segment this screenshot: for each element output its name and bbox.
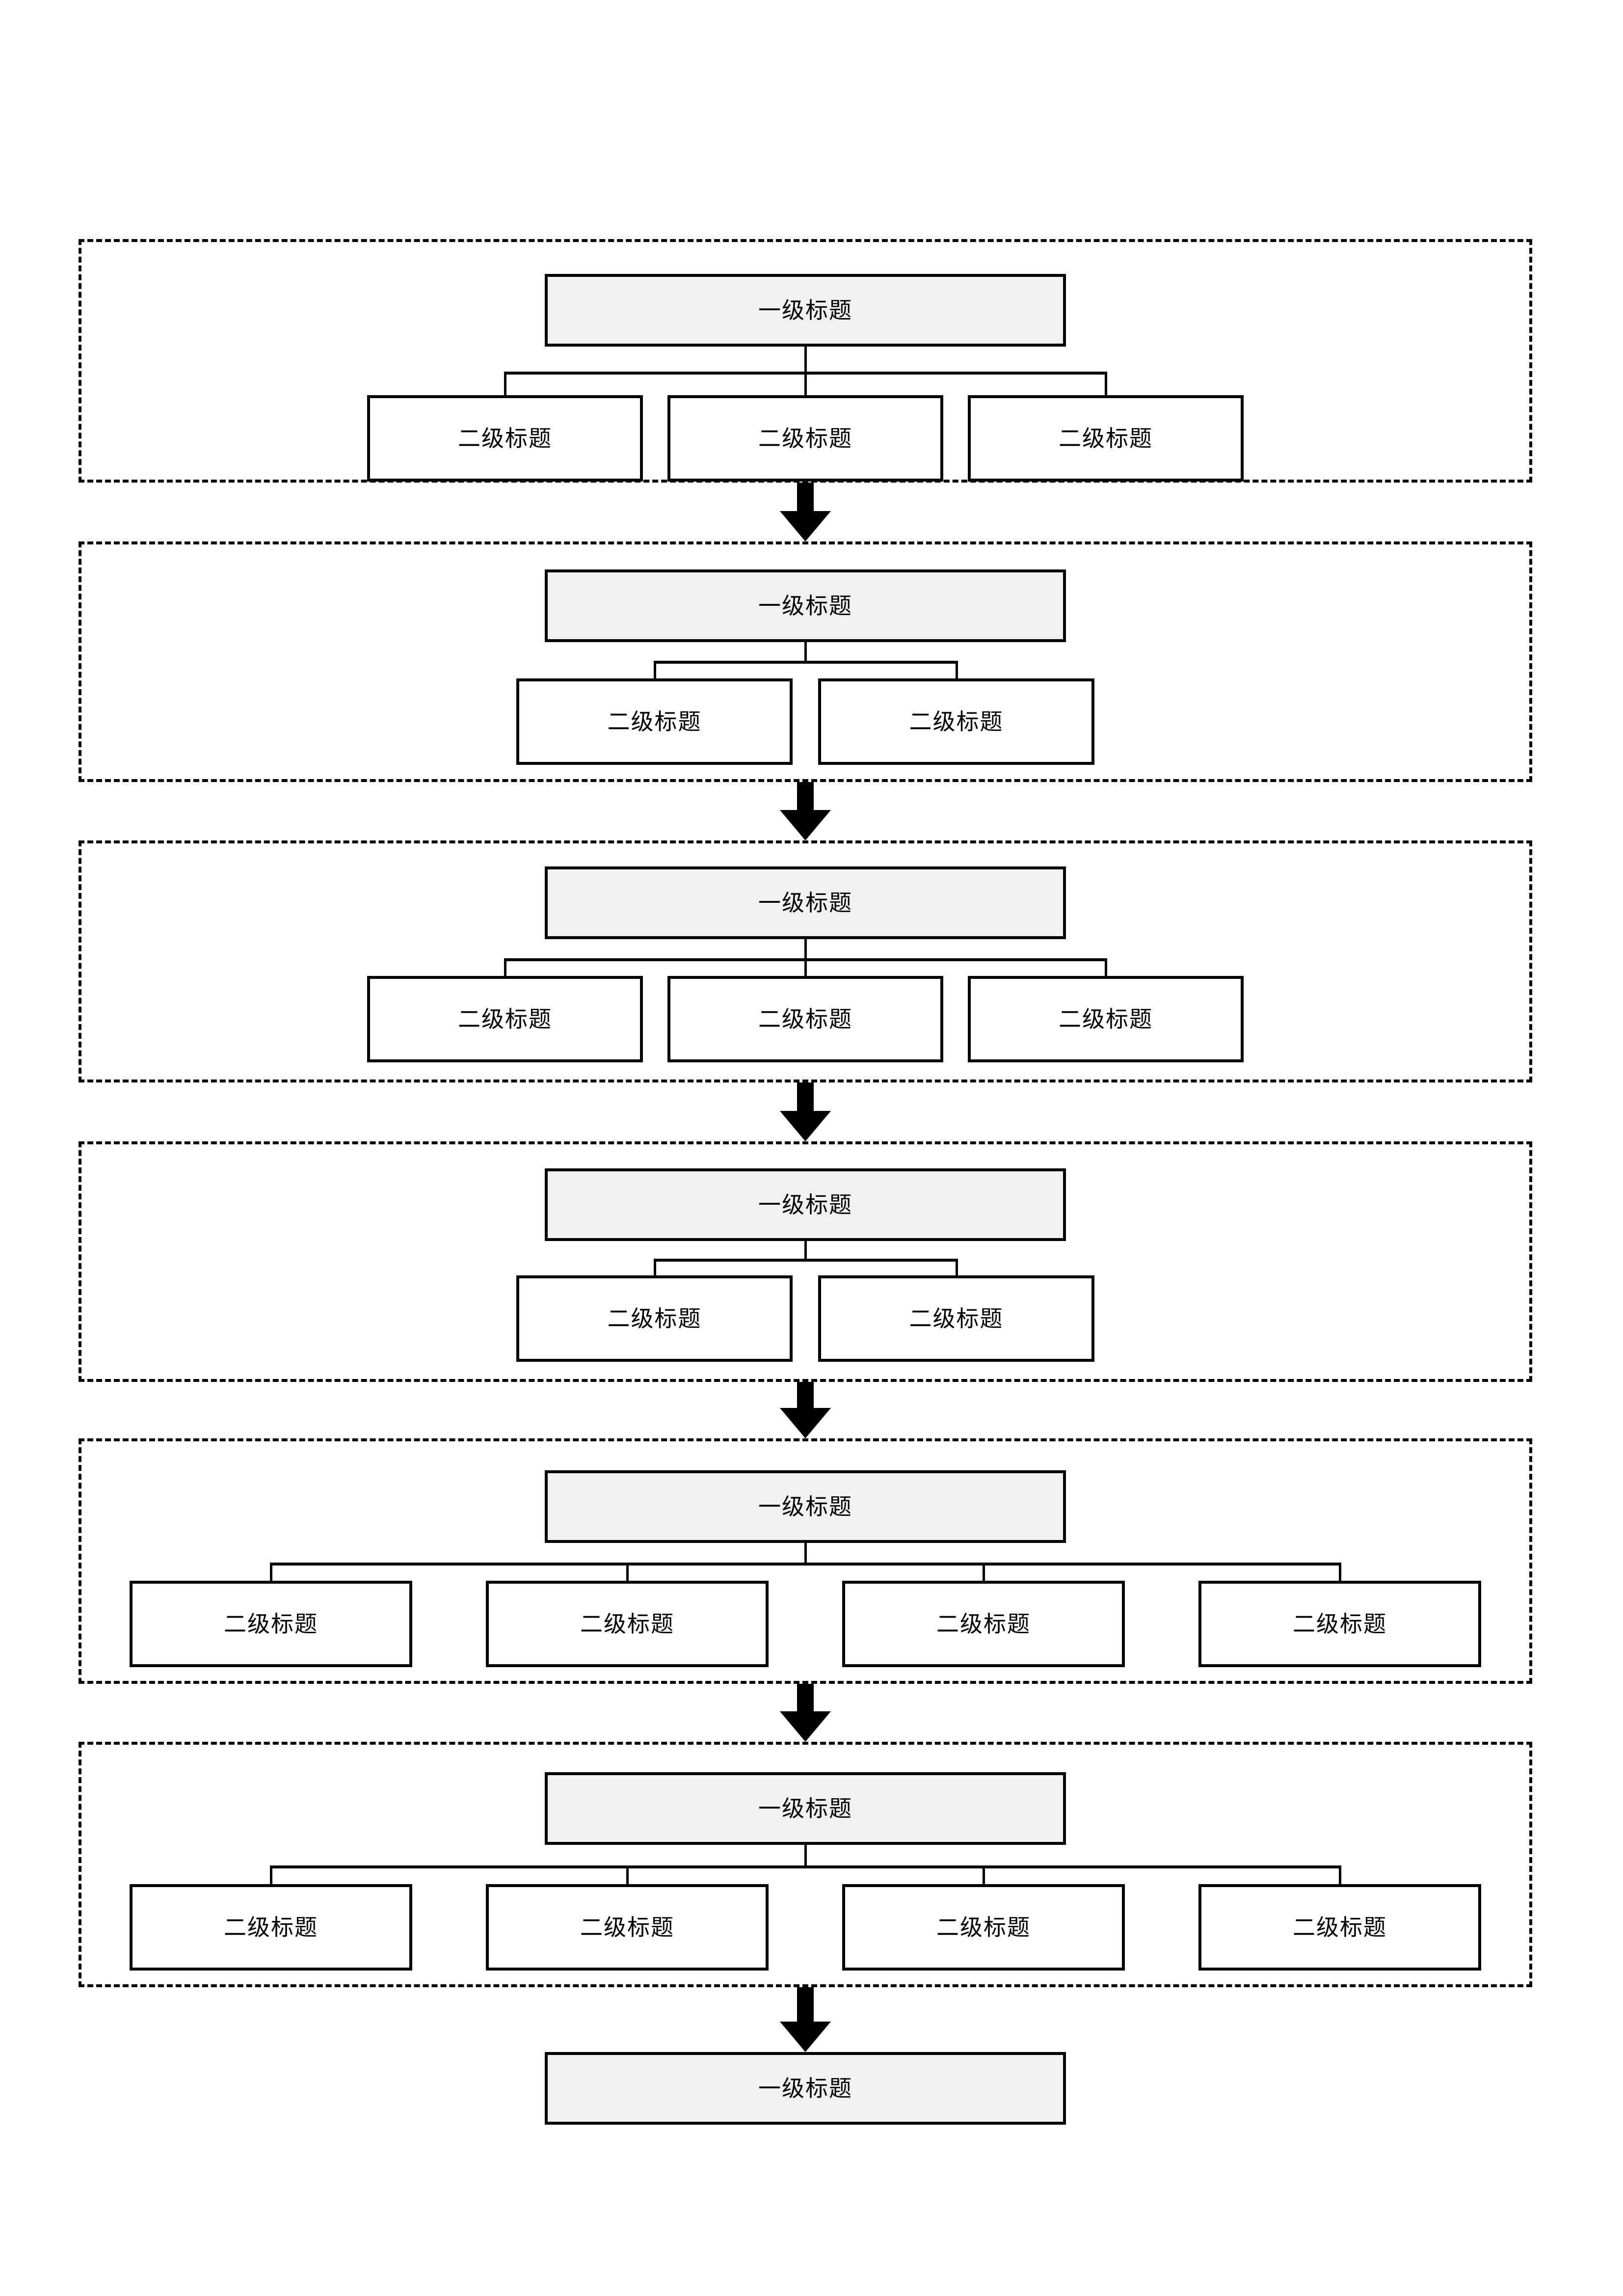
section-5-level2-node-2-label: 二级标题 <box>580 1611 674 1637</box>
flow-arrow-6 <box>776 1987 835 2052</box>
section-3-child-drop-3 <box>1105 958 1107 976</box>
section-5-level2-node-1-label: 二级标题 <box>224 1611 318 1637</box>
section-5-level2-node-4[interactable]: 二级标题 <box>1198 1581 1481 1667</box>
section-1-level1-node-label: 一级标题 <box>758 297 852 323</box>
section-6-child-drop-3 <box>983 1865 985 1884</box>
section-5-level1-node[interactable]: 一级标题 <box>545 1470 1066 1543</box>
section-1-level2-node-2-label: 二级标题 <box>758 426 852 451</box>
section-3-level2-node-2[interactable]: 二级标题 <box>667 976 943 1062</box>
section-4-level2-node-1-label: 二级标题 <box>607 1306 702 1331</box>
section-6-level1-node[interactable]: 一级标题 <box>545 1772 1066 1845</box>
flow-arrow-shaft-2 <box>797 782 814 810</box>
section-2-level2-node-2[interactable]: 二级标题 <box>818 678 1094 765</box>
flow-arrow-4 <box>776 1382 835 1438</box>
section-2-level2-node-2-label: 二级标题 <box>909 709 1004 734</box>
flow-arrow-head-6 <box>780 2022 831 2052</box>
section-6-level2-node-1-label: 二级标题 <box>224 1915 318 1940</box>
section-6-level2-node-2[interactable]: 二级标题 <box>486 1884 769 1971</box>
section-5-child-drop-3 <box>983 1563 985 1581</box>
section-4-level1-node[interactable]: 一级标题 <box>545 1168 1066 1241</box>
section-6-level2-node-3[interactable]: 二级标题 <box>842 1884 1125 1971</box>
section-1-child-drop-1 <box>504 372 506 395</box>
section-6-parent-stem <box>804 1845 807 1865</box>
section-4-child-drop-2 <box>955 1259 958 1275</box>
final-level1-node-label: 一级标题 <box>758 2076 852 2101</box>
section-2-level1-node-label: 一级标题 <box>758 593 852 619</box>
section-2-level2-node-1[interactable]: 二级标题 <box>516 678 793 765</box>
section-5-level2-node-1[interactable]: 二级标题 <box>130 1581 412 1667</box>
section-3-child-drop-1 <box>504 958 506 976</box>
section-1-level2-node-3-label: 二级标题 <box>1059 426 1153 451</box>
flow-arrow-head-5 <box>780 1711 831 1742</box>
section-3-level2-node-3-label: 二级标题 <box>1059 1006 1153 1032</box>
section-6-level1-node-label: 一级标题 <box>758 1796 852 1821</box>
section-6-level2-node-4[interactable]: 二级标题 <box>1198 1884 1481 1971</box>
section-5-connector-bus <box>271 1563 1340 1566</box>
flow-arrow-shaft-4 <box>797 1382 814 1408</box>
section-2-child-drop-1 <box>653 661 656 678</box>
section-2-level2-node-1-label: 二级标题 <box>607 709 702 734</box>
section-3-level2-node-2-label: 二级标题 <box>758 1006 852 1032</box>
flow-arrow-5 <box>776 1684 835 1742</box>
section-6-child-drop-2 <box>626 1865 629 1884</box>
section-4-parent-stem <box>804 1241 807 1259</box>
section-5-level2-node-2[interactable]: 二级标题 <box>486 1581 769 1667</box>
section-4-level2-node-2-label: 二级标题 <box>909 1306 1004 1331</box>
section-1-level2-node-2[interactable]: 二级标题 <box>667 395 943 482</box>
section-4-child-drop-1 <box>653 1259 656 1275</box>
section-3-level2-node-1[interactable]: 二级标题 <box>367 976 643 1062</box>
final-level1-node[interactable]: 一级标题 <box>545 2052 1066 2125</box>
section-2-child-drop-2 <box>955 661 958 678</box>
section-2-level1-node[interactable]: 一级标题 <box>545 569 1066 642</box>
section-1-parent-stem <box>804 347 807 372</box>
flow-arrow-head-4 <box>780 1408 831 1438</box>
section-6-child-drop-1 <box>270 1865 272 1884</box>
section-4-level1-node-label: 一级标题 <box>758 1192 852 1217</box>
section-1-level1-node[interactable]: 一级标题 <box>545 274 1066 347</box>
section-5-level2-node-4-label: 二级标题 <box>1293 1611 1387 1637</box>
flow-arrow-3 <box>776 1082 835 1141</box>
section-4-connector-bus <box>654 1259 957 1262</box>
section-5-child-drop-2 <box>626 1563 629 1581</box>
section-5-child-drop-1 <box>270 1563 272 1581</box>
section-4-level2-node-2[interactable]: 二级标题 <box>818 1275 1094 1362</box>
flow-arrow-1 <box>776 483 835 541</box>
section-5-level1-node-label: 一级标题 <box>758 1494 852 1519</box>
flow-arrow-2 <box>776 782 835 840</box>
section-3-parent-stem <box>804 939 807 958</box>
flow-arrow-head-2 <box>780 810 831 840</box>
section-6-level2-node-2-label: 二级标题 <box>580 1915 674 1940</box>
section-3-level2-node-3[interactable]: 二级标题 <box>968 976 1244 1062</box>
section-6-child-drop-4 <box>1339 1865 1341 1884</box>
section-1-child-drop-3 <box>1105 372 1107 395</box>
section-6-level2-node-4-label: 二级标题 <box>1293 1915 1387 1940</box>
flow-arrow-shaft-6 <box>797 1987 814 2022</box>
section-3-level1-node[interactable]: 一级标题 <box>545 866 1066 939</box>
section-1-level2-node-1-label: 二级标题 <box>458 426 552 451</box>
flow-arrow-head-3 <box>780 1111 831 1141</box>
section-5-parent-stem <box>804 1543 807 1563</box>
flow-arrow-shaft-5 <box>797 1684 814 1711</box>
section-6-connector-bus <box>271 1865 1340 1868</box>
section-5-level2-node-3[interactable]: 二级标题 <box>842 1581 1125 1667</box>
flow-arrow-shaft-3 <box>797 1082 814 1111</box>
section-2-parent-stem <box>804 642 807 661</box>
section-5-level2-node-3-label: 二级标题 <box>936 1611 1031 1637</box>
section-3-level2-node-1-label: 二级标题 <box>458 1006 552 1032</box>
section-4-level2-node-1[interactable]: 二级标题 <box>516 1275 793 1362</box>
section-6-level2-node-3-label: 二级标题 <box>936 1915 1031 1940</box>
section-1-level2-node-1[interactable]: 二级标题 <box>367 395 643 482</box>
section-6-level2-node-1[interactable]: 二级标题 <box>130 1884 412 1971</box>
section-1-level2-node-3[interactable]: 二级标题 <box>968 395 1244 482</box>
section-5-child-drop-4 <box>1339 1563 1341 1581</box>
section-1-child-drop-2 <box>804 372 807 395</box>
flow-arrow-shaft-1 <box>797 483 814 511</box>
section-3-level1-node-label: 一级标题 <box>758 890 852 916</box>
flow-arrow-head-1 <box>780 511 831 541</box>
section-3-child-drop-2 <box>804 958 807 976</box>
section-2-connector-bus <box>654 661 957 664</box>
